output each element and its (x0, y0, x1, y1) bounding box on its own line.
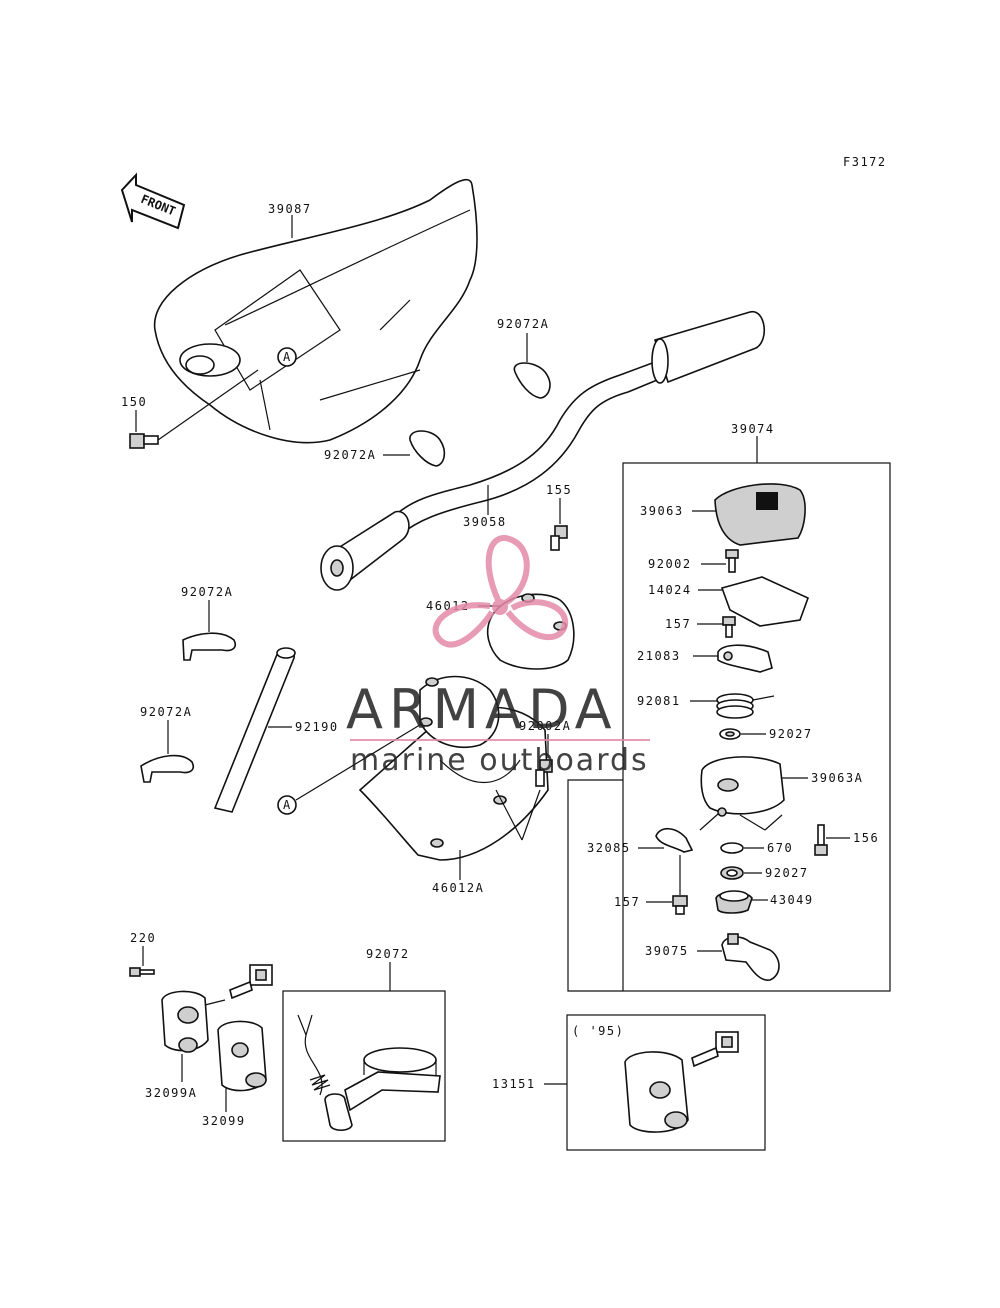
part-label: 92002A (519, 719, 571, 733)
tube-part (213, 647, 296, 813)
clamp-part (140, 754, 195, 783)
switch-13151-part (624, 1031, 739, 1133)
year-note: ( '95) (572, 1024, 624, 1038)
part-label: 92072A (140, 705, 192, 719)
part-label: 32099A (145, 1086, 197, 1100)
part-label: 156 (853, 831, 879, 845)
o-ring-part (720, 842, 744, 854)
part-label: 157 (614, 895, 640, 909)
part-label: 13151 (492, 1077, 536, 1091)
switch-cover-part (714, 483, 806, 546)
switch-right-part (217, 1020, 267, 1092)
part-label: 92072 (366, 947, 410, 961)
connector-part (229, 964, 273, 1000)
switch-left-part (161, 990, 226, 1053)
part-label: 32099 (202, 1114, 246, 1128)
spring-part (716, 693, 775, 719)
part-label: 92190 (295, 720, 339, 734)
figure-code: F3172 (843, 155, 887, 169)
bolt-155-part (550, 525, 568, 551)
bolt-150-part (129, 433, 159, 449)
part-label: 43049 (770, 893, 814, 907)
part-label: 39075 (645, 944, 689, 958)
part-label: 39063 (640, 504, 684, 518)
screw-220-part (129, 967, 155, 977)
part-label: 39058 (463, 515, 507, 529)
part-label: 155 (546, 483, 572, 497)
part-label: 150 (121, 395, 147, 409)
part-label: 92072A (181, 585, 233, 599)
part-label: 92027 (765, 866, 809, 880)
bolt-156-part (814, 824, 828, 856)
propeller-logo-icon (432, 535, 569, 648)
lever-part (655, 827, 694, 853)
washer-part (720, 866, 744, 880)
part-label: 92072A (497, 317, 549, 331)
part-label: 46012A (432, 881, 484, 895)
part-label: 670 (767, 841, 793, 855)
callout-marker: A (283, 798, 292, 812)
part-label: 157 (665, 617, 691, 631)
contact-plate-part (717, 644, 773, 673)
handlebar-part (320, 311, 765, 591)
part-label: 92072A (324, 448, 376, 462)
lanyard-part (297, 1014, 441, 1132)
screw-92002-part (725, 549, 739, 573)
screw-157-part (672, 895, 688, 915)
handlebar-cover-part (153, 178, 478, 444)
plate-part (720, 576, 810, 627)
part-label: 39074 (731, 422, 775, 436)
clamp-part (409, 430, 446, 467)
part-label: 14024 (648, 583, 692, 597)
switch-assembly-box (566, 1014, 766, 1151)
washer-part (719, 728, 741, 740)
watermark-brand: ARMADA (346, 678, 618, 741)
part-label: 92081 (637, 694, 681, 708)
clamp-part (182, 632, 237, 661)
bolt-92002a-part (535, 759, 553, 787)
screw-157-part (722, 616, 736, 638)
part-label: 92002 (648, 557, 692, 571)
clamp-part (513, 362, 551, 399)
part-label: 32085 (587, 841, 631, 855)
front-arrow-icon: FRONT (120, 172, 186, 230)
watermark: ARMADA marine outboards (346, 535, 650, 778)
cap-part (715, 890, 753, 914)
lanyard-box (282, 990, 446, 1142)
switch-housing-part (700, 756, 785, 817)
part-label: 21083 (637, 649, 681, 663)
throttle-lever-part (721, 933, 780, 981)
part-label: 39063A (811, 771, 863, 785)
part-label: 220 (130, 931, 156, 945)
holder-base-part (358, 675, 549, 861)
part-label: 92027 (769, 727, 813, 741)
callout-marker: A (283, 350, 292, 364)
part-label: 39087 (268, 202, 312, 216)
watermark-tagline: marine outboards (350, 743, 649, 778)
